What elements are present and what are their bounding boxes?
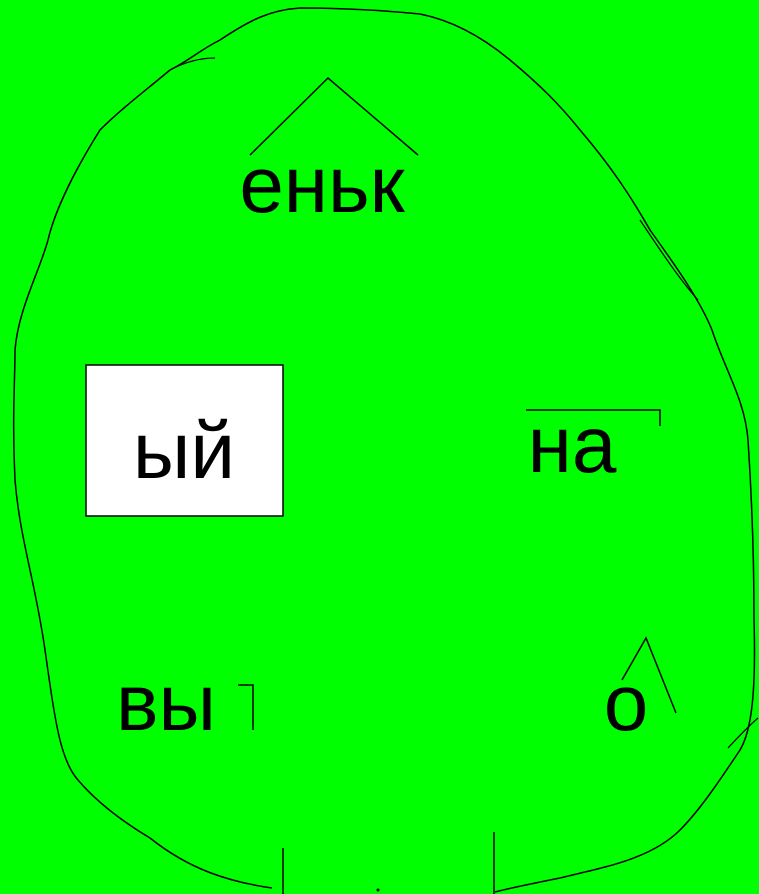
root-label: о [604,658,649,747]
ending-label: ый [133,406,235,495]
prefix-right-label: на [528,400,617,489]
trunk-dot [377,889,380,892]
suffix-label: еньк [239,140,405,229]
prefix-left-label: вы [116,658,216,747]
